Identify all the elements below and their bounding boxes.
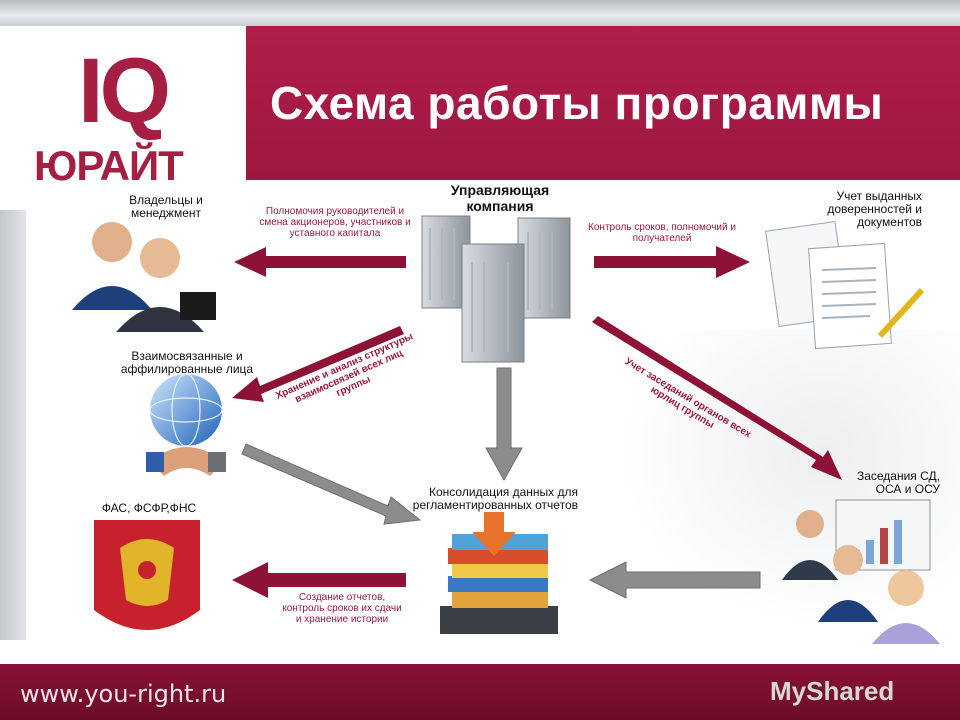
node-consolidation-label: Консолидация данных для регламентированн… bbox=[412, 485, 578, 512]
arrow-company-to-consolidation bbox=[485, 367, 523, 482]
node-company-label: Управляющая компания bbox=[450, 182, 550, 214]
node-meetings-label: Заседания СД, ОСА и ОСУ bbox=[856, 469, 940, 496]
watermark: MyShared bbox=[770, 676, 895, 706]
flow-to-owners-label: Полномочия руководителей и смена акционе… bbox=[259, 206, 411, 239]
flow-to-regulators-label: Создание отчетов, контроль сроков их сда… bbox=[282, 592, 402, 625]
footer: www.you-right.ru MyShared bbox=[0, 664, 960, 720]
owners-people-icon bbox=[72, 222, 216, 332]
arrow-meetings-to-consolidation bbox=[588, 561, 761, 599]
arrow-to-owners bbox=[234, 247, 406, 277]
arrow-to-documents bbox=[594, 246, 750, 278]
arrow-to-meetings bbox=[592, 316, 842, 480]
company-buildings-icon bbox=[421, 215, 571, 363]
meeting-presentation-icon bbox=[782, 499, 940, 644]
coat-of-arms-icon bbox=[94, 520, 200, 630]
top-bar bbox=[0, 0, 960, 26]
title-banner: Схема работы программы bbox=[246, 26, 960, 180]
documents-icon bbox=[765, 221, 925, 350]
node-affiliates-label: Взаимосвязанные и аффилированные лица bbox=[120, 349, 254, 376]
arrow-affiliates-to-consolidation bbox=[241, 443, 422, 525]
node-regulators-label: ФАС, ФСФР,ФНС bbox=[101, 501, 197, 515]
report-folders-icon bbox=[440, 512, 558, 634]
logo-mark: IQ bbox=[78, 40, 171, 142]
arrow-to-affiliates bbox=[232, 326, 404, 402]
globe-handshake-icon bbox=[146, 373, 226, 476]
page-title: Схема работы программы bbox=[270, 77, 884, 129]
logo-name: ЮРАЙТ bbox=[34, 142, 184, 189]
arrow-to-regulators bbox=[232, 562, 406, 598]
flow-to-documents-label: Контроль сроков, полномочий и получателе… bbox=[588, 222, 736, 244]
node-owners-label: Владельцы и менеджмент bbox=[129, 193, 203, 220]
logo: IQ ЮРАЙТ bbox=[26, 26, 246, 189]
left-strip bbox=[0, 210, 26, 640]
node-documents-label: Учет выданных доверенностей и документов bbox=[827, 189, 922, 229]
footer-url-link[interactable]: www.you-right.ru bbox=[20, 680, 227, 708]
